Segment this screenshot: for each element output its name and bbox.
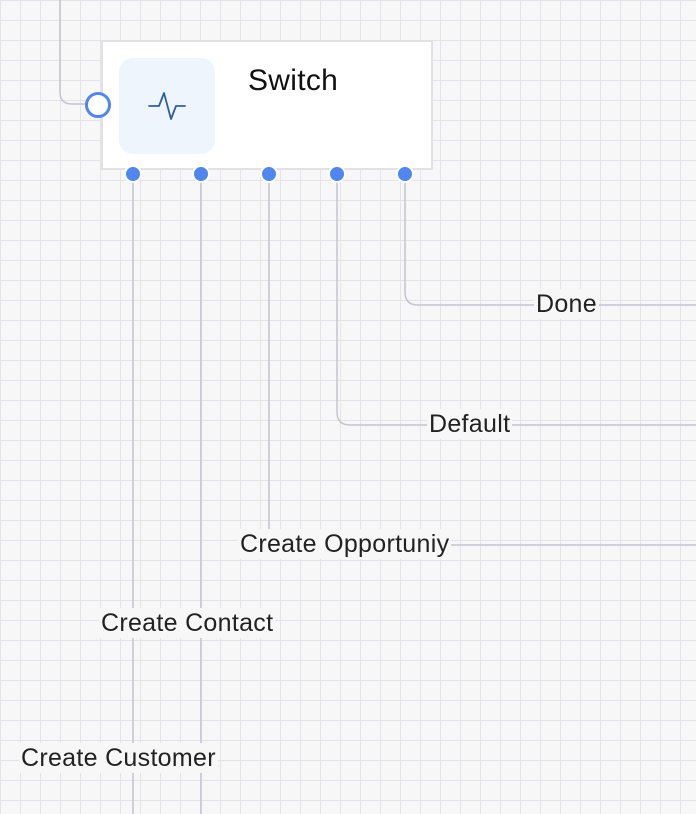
edge-default[interactable] [336,174,696,426]
output-port-create-opportunity[interactable] [260,165,278,183]
edge-label-done[interactable]: Done [534,289,599,319]
output-port-default[interactable] [328,165,346,183]
activity-pulse-icon [148,92,186,120]
edge-create-opportunity[interactable] [268,174,696,546]
incoming-edge[interactable] [59,0,86,105]
output-port-done[interactable] [396,165,414,183]
node-icon-tile [119,58,215,154]
output-port-create-contact[interactable] [192,165,210,183]
edge-label-create-opportunity[interactable]: Create Opportuniy [238,529,452,559]
edge-done[interactable] [404,174,696,306]
edge-label-default[interactable]: Default [427,409,513,439]
edge-label-create-contact[interactable]: Create Contact [99,608,276,638]
switch-node[interactable]: Switch [101,40,433,170]
input-port[interactable] [85,92,111,118]
edge-label-create-customer[interactable]: Create Customer [19,743,218,773]
output-port-create-customer[interactable] [124,165,142,183]
node-title: Switch [248,64,339,97]
